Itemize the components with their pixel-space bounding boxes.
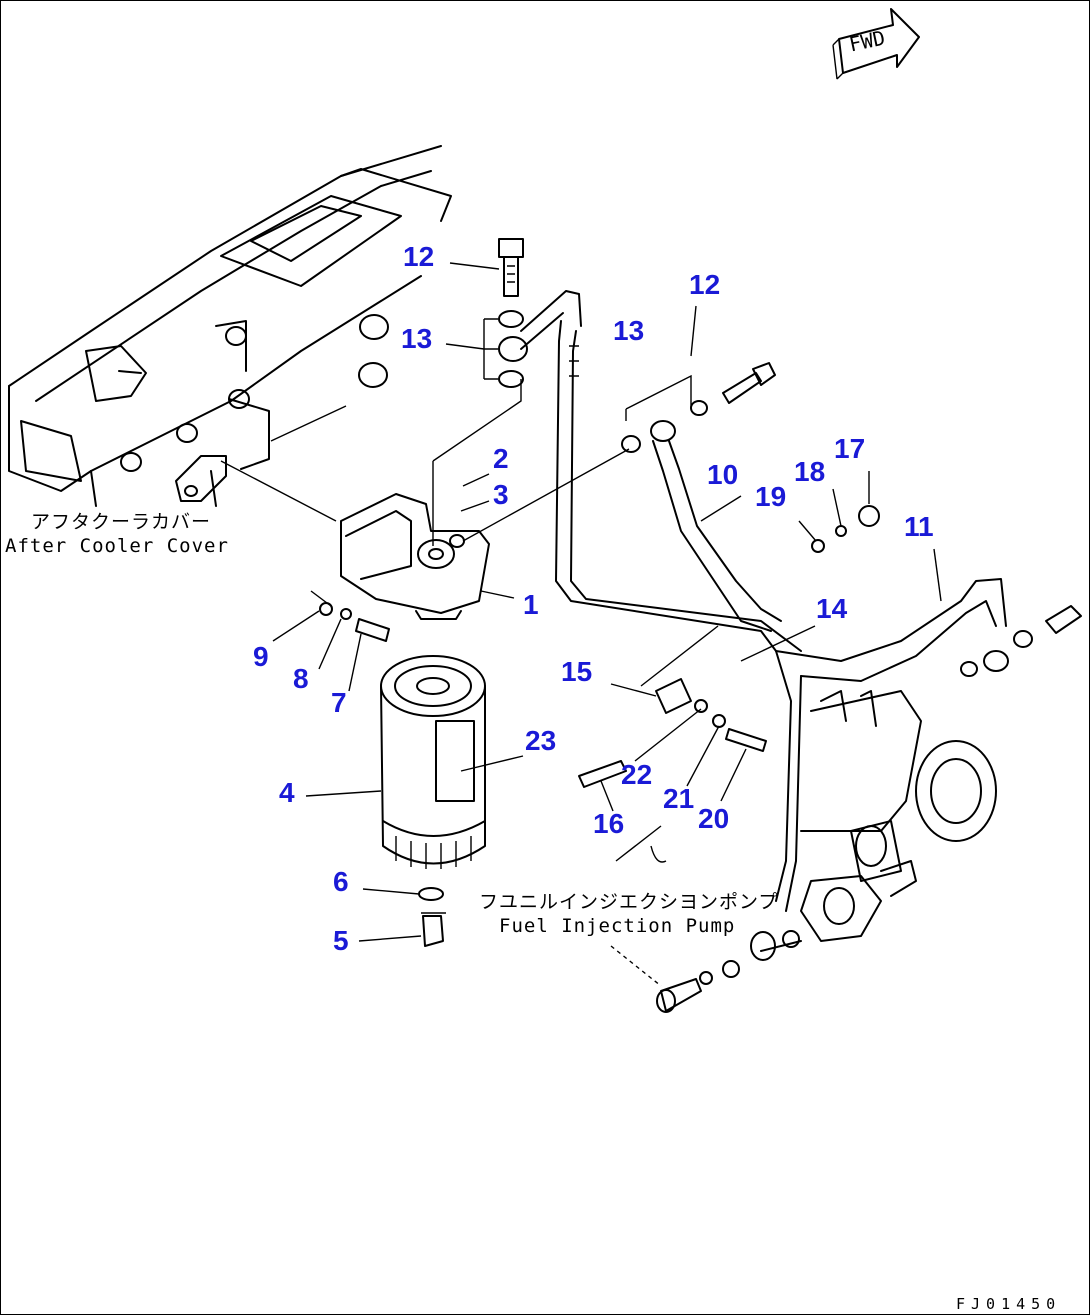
fuel-pipe-drawing — [520, 290, 802, 652]
filter-cartridge-drawing — [380, 655, 486, 869]
callout-9: 9 — [253, 641, 269, 672]
fwd-arrow-icon — [832, 8, 920, 80]
drawing-code: FJ01450 — [956, 1295, 1062, 1313]
callout-16: 16 — [593, 808, 625, 839]
callout-6: 6 — [333, 866, 349, 897]
callout-20: 20 — [698, 803, 730, 834]
small-screws-drawing — [310, 590, 390, 642]
callout-1: 1 — [523, 589, 539, 620]
callout-2: 2 — [493, 443, 509, 474]
callout-13-right: 13 — [613, 315, 645, 346]
callout-10: 10 — [707, 459, 739, 490]
pump-label-en: Fuel Injection Pump — [499, 915, 736, 937]
callout-12-left: 12 — [403, 241, 435, 272]
callout-21: 21 — [663, 783, 695, 814]
pump-leader-lines — [610, 825, 667, 987]
callout-11: 11 — [904, 511, 934, 542]
clip-and-bolts-drawing — [578, 625, 767, 788]
callout-12-right: 12 — [689, 269, 721, 300]
bolt-washer-group-left — [483, 238, 528, 388]
after-cooler-cover-drawing — [8, 145, 452, 522]
pump-label-jp: フユニルインジエクシヨンポンプ — [479, 891, 779, 913]
callout-19: 19 — [755, 481, 787, 512]
callout-4: 4 — [279, 777, 295, 808]
callout-14: 14 — [816, 593, 848, 624]
pipe-11-drawing — [775, 578, 1082, 682]
callout-7: 7 — [331, 687, 347, 718]
aftercooler-label-jp: アフタクーラカバー — [31, 511, 212, 533]
callout-22: 22 — [621, 759, 653, 790]
hose-10-drawing — [621, 374, 782, 632]
callout-17: 17 — [834, 433, 866, 464]
callout-15: 15 — [561, 656, 593, 687]
callout-23: 23 — [525, 725, 557, 756]
fuel-injection-pump-drawing — [760, 690, 997, 952]
leader-lines — [272, 262, 942, 942]
filter-head-drawing — [340, 379, 630, 620]
bolt-right-drawing — [722, 362, 776, 404]
small-fittings-drawing — [811, 505, 880, 553]
callout-3: 3 — [493, 479, 509, 510]
callout-13-left: 13 — [401, 323, 433, 354]
drain-plug-drawing — [418, 887, 446, 947]
callout-18: 18 — [794, 456, 826, 487]
aftercooler-label-en: After Cooler Cover — [5, 535, 229, 557]
callout-8: 8 — [293, 663, 309, 694]
pipe-14-drawing — [656, 650, 802, 1013]
callout-5: 5 — [333, 925, 349, 956]
